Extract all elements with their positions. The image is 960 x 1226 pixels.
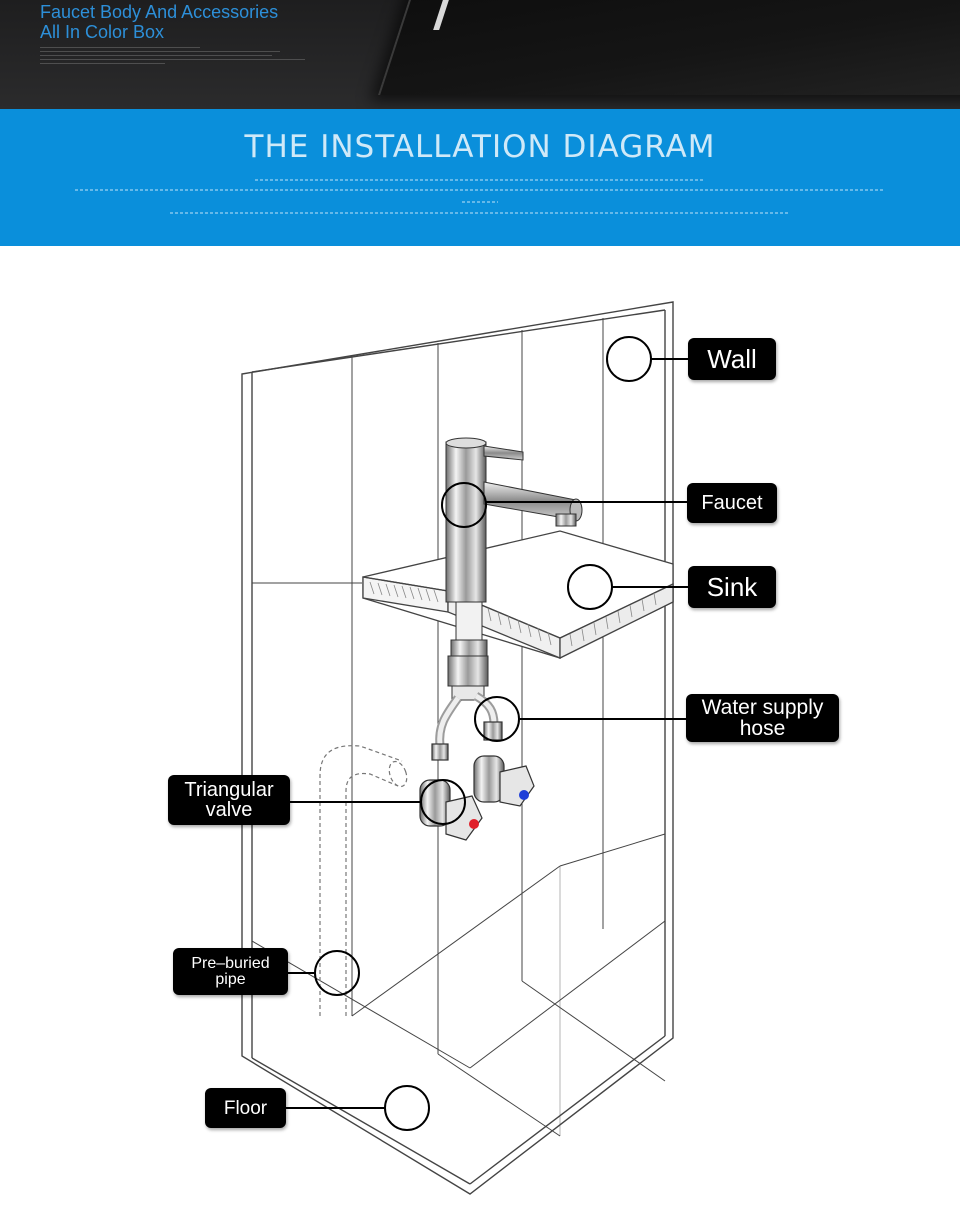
diagram-drawing bbox=[241, 301, 688, 1195]
pre-buried-pipe-drawing bbox=[319, 745, 408, 1016]
section-title: THE INSTALLATION DIAGRAM bbox=[244, 129, 716, 165]
band-fine-print bbox=[462, 201, 498, 203]
color-box-image bbox=[378, 0, 960, 95]
label-pre-buried-pipe: Pre–buried pipe bbox=[173, 948, 288, 995]
label-faucet: Faucet bbox=[687, 483, 777, 523]
banner-title-line1: Faucet Body And Accessories bbox=[40, 2, 279, 22]
wall-drawing bbox=[241, 301, 674, 1195]
banner-title-line2: All In Color Box bbox=[40, 22, 165, 42]
cold-handle-icon bbox=[519, 790, 529, 800]
label-sink: Sink bbox=[688, 566, 776, 608]
hose-drawing bbox=[431, 692, 503, 761]
label-wall: Wall bbox=[688, 338, 776, 380]
heading-band: THE INSTALLATION DIAGRAM bbox=[0, 109, 960, 246]
installation-diagram: Wall Faucet Sink Water supply hose Trian… bbox=[0, 246, 960, 1226]
hot-handle-icon bbox=[469, 819, 479, 829]
top-banner: Faucet Body And Accessories All In Color… bbox=[0, 0, 960, 109]
banner-fine-print bbox=[40, 47, 305, 67]
label-triangular-valve: Triangular valve bbox=[168, 775, 290, 825]
band-fine-print bbox=[255, 179, 705, 181]
callout-markers bbox=[286, 336, 688, 1131]
band-fine-print bbox=[75, 189, 885, 191]
band-fine-print bbox=[170, 212, 790, 214]
valve-drawing bbox=[419, 755, 535, 841]
label-water-supply-hose: Water supply hose bbox=[686, 694, 839, 742]
banner-title: Faucet Body And Accessories All In Color… bbox=[40, 2, 400, 42]
label-floor: Floor bbox=[205, 1088, 286, 1128]
